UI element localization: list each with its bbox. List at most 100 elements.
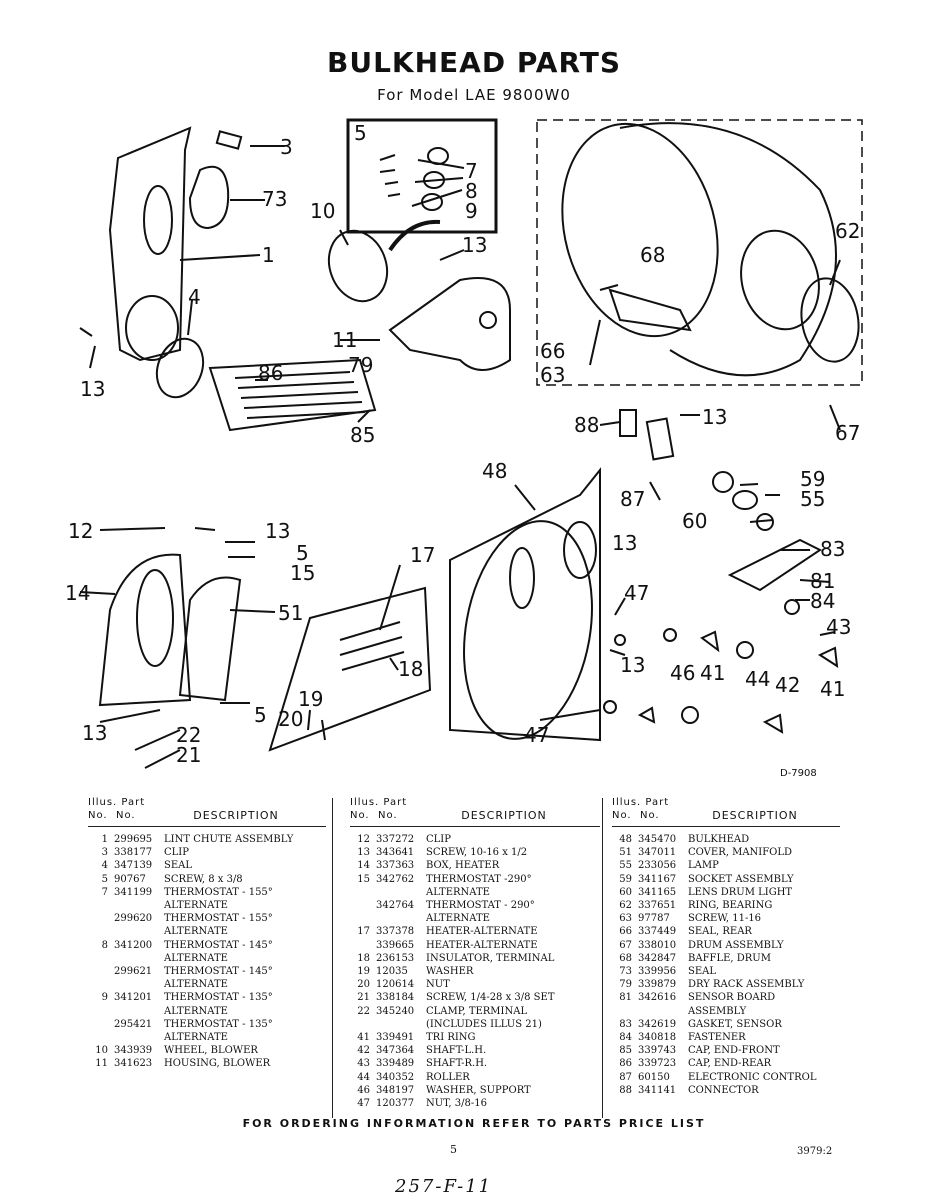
illus-number: 63 xyxy=(619,913,632,925)
callout-label: 4 xyxy=(188,285,201,309)
part-description: THERMOSTAT - 135° xyxy=(164,1018,273,1030)
illus-number xyxy=(350,886,376,899)
callout-labels: 3 73 1 4 13 86 79 85 5 7 8 9 10 13 11 62… xyxy=(65,121,860,767)
illus-number: 84 xyxy=(619,1032,632,1044)
handwritten-note: 257-F-11 xyxy=(395,1176,493,1197)
part-description: SHAFT-R.H. xyxy=(426,1058,488,1070)
part-number: 341201 xyxy=(114,992,153,1004)
part-description: HOUSING, BLOWER xyxy=(164,1058,271,1070)
callout-label: 42 xyxy=(775,673,800,697)
part-number: 97787 xyxy=(638,913,670,925)
callout-label: 17 xyxy=(410,543,435,567)
part-number: 12035 xyxy=(376,966,408,978)
part-number: 337449 xyxy=(638,926,677,938)
callout-label: 14 xyxy=(65,581,90,605)
illus-number: 66 xyxy=(619,926,632,938)
callout-label: 5 xyxy=(296,541,309,565)
part-description: ROLLER xyxy=(426,1071,470,1083)
part-number: 236153 xyxy=(376,952,415,964)
illus-number: 59 xyxy=(619,873,632,885)
heater-inset-box xyxy=(268,586,432,752)
part-number: 340818 xyxy=(638,1032,677,1044)
illus-number: 51 xyxy=(619,847,632,859)
part-number: 339723 xyxy=(638,1058,677,1070)
callout-label: 47 xyxy=(524,723,549,747)
part-description: NUT xyxy=(426,979,450,991)
table-row: 3 338177 CLIP xyxy=(88,846,326,859)
callout-label: 84 xyxy=(810,589,835,613)
part-number: 337363 xyxy=(376,860,415,872)
part-number: 345470 xyxy=(638,834,677,845)
part-description: SEAL xyxy=(688,966,717,978)
callout-label: 19 xyxy=(298,687,323,711)
part-number: 342847 xyxy=(638,952,677,964)
part-number: 345240 xyxy=(376,1005,415,1017)
part-number: 338177 xyxy=(114,847,153,859)
part-number: 343939 xyxy=(114,1045,153,1057)
part-number xyxy=(114,978,164,991)
illus-number: 9 xyxy=(101,992,108,1004)
part-number: 341167 xyxy=(638,873,677,885)
illus-number: 18 xyxy=(357,952,370,964)
callout-label: 21 xyxy=(176,743,201,767)
lint-chute-drawing xyxy=(108,126,192,362)
illus-number: 12 xyxy=(357,834,370,845)
table-row: ALTERNATE xyxy=(88,1031,326,1044)
part-number: 299621 xyxy=(114,966,153,978)
part-description: SCREW, 8 x 3/8 xyxy=(164,873,243,885)
illus-number: 20 xyxy=(357,979,370,991)
column-divider xyxy=(332,798,333,1118)
part-description: RING, BEARING xyxy=(688,900,773,912)
callout-label: 1 xyxy=(262,243,275,267)
illus-number: 55 xyxy=(619,860,632,872)
illus-number: 11 xyxy=(95,1058,108,1070)
illus-number xyxy=(88,912,114,925)
illus-number: 62 xyxy=(619,900,632,912)
part-number: 337651 xyxy=(638,900,677,912)
callout-label: 85 xyxy=(350,423,375,447)
part-number: 341200 xyxy=(114,939,153,951)
table-row: ALTERNATE xyxy=(350,912,600,925)
illus-number: 3 xyxy=(101,847,108,859)
part-description: ALTERNATE xyxy=(164,900,228,912)
table-row: 62 337651 RING, BEARING xyxy=(612,899,840,912)
illus-number: 43 xyxy=(357,1058,370,1070)
part-number xyxy=(376,1018,426,1031)
illus-number: 81 xyxy=(619,992,632,1004)
illus-number xyxy=(350,912,376,925)
callout-label: 12 xyxy=(68,519,93,543)
part-description: CLIP xyxy=(164,847,189,859)
illus-number: 19 xyxy=(357,966,370,978)
illus-number xyxy=(88,899,114,912)
illus-number: 10 xyxy=(95,1045,108,1057)
illus-number: 79 xyxy=(619,979,632,991)
part-description: WASHER, SUPPORT xyxy=(426,1084,531,1096)
part-number xyxy=(114,952,164,965)
illus-number: 41 xyxy=(357,1032,370,1044)
manifold-cover-drawing xyxy=(178,576,242,702)
part-description: SENSOR BOARD xyxy=(688,992,776,1004)
table-row: ASSEMBLY xyxy=(612,1005,840,1018)
callout-label: 18 xyxy=(398,657,423,681)
blower-housing-drawing xyxy=(388,277,511,371)
part-number: 295421 xyxy=(114,1018,153,1030)
part-description: SOCKET ASSEMBLY xyxy=(688,873,794,885)
callout-label: 46 xyxy=(670,661,695,685)
illus-number: 73 xyxy=(619,966,632,978)
exploded-parts-diagram: 3 73 1 4 13 86 79 85 5 7 8 9 10 13 11 62… xyxy=(65,118,863,769)
